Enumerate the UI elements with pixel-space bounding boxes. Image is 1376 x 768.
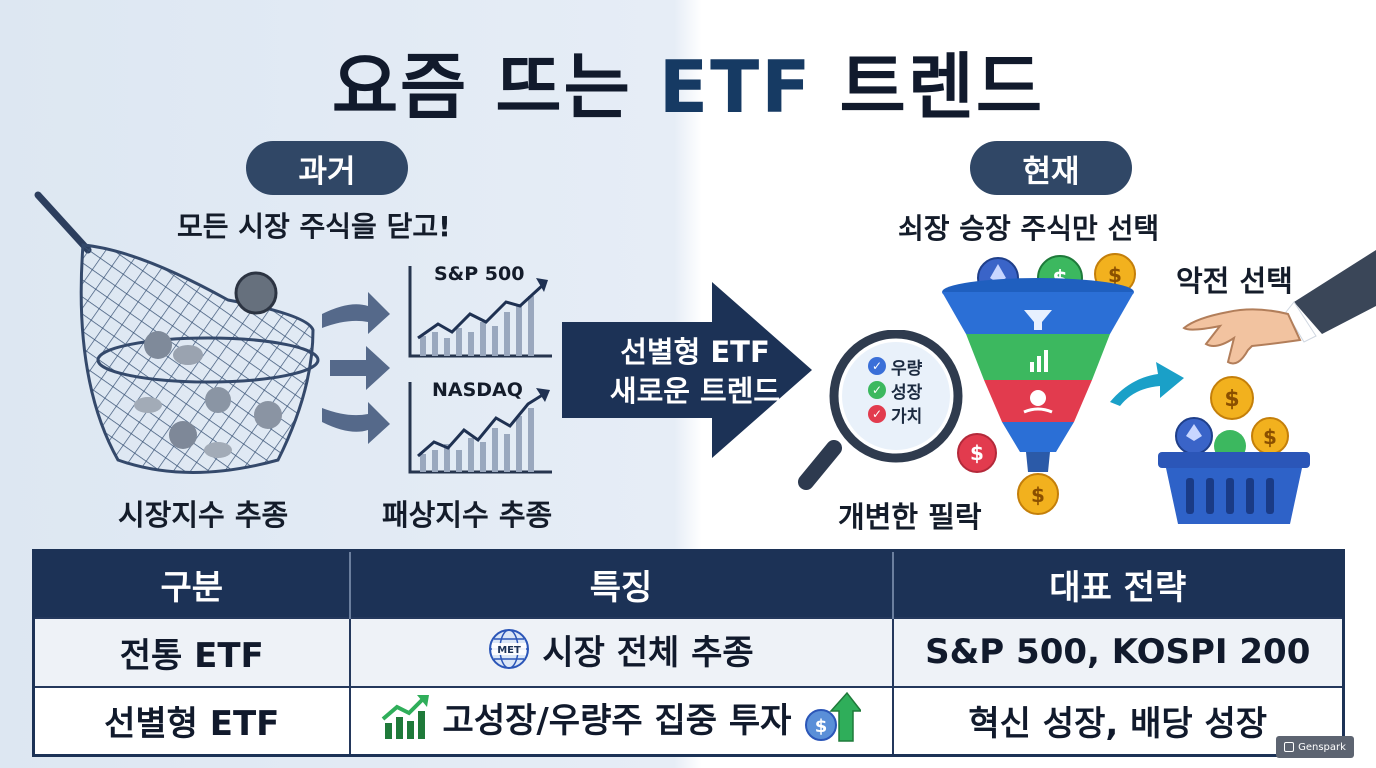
- criteria-item: ✓ 성장: [868, 378, 958, 403]
- page-title: 요즘 뜨는 ETF 트렌드: [331, 45, 1045, 129]
- criteria-list: ✓ 우량 ✓ 성장 ✓ 가치: [868, 354, 958, 427]
- arrow-right-icon: [322, 292, 390, 444]
- svg-text:$: $: [815, 716, 828, 737]
- basket-icon: $: [1158, 417, 1310, 524]
- past-subtitle: 모든 시장 주식을 닫고!: [177, 210, 451, 243]
- criteria-item: ✓ 우량: [868, 354, 958, 379]
- chart-icon: [408, 266, 552, 358]
- svg-text:$: $: [970, 441, 984, 465]
- filter-label: 개변한 필락: [838, 500, 982, 534]
- pick-label: 악전 선택: [1176, 264, 1293, 298]
- funnel-icon: $ $ $: [942, 253, 1136, 515]
- svg-text:$: $: [1108, 263, 1122, 287]
- row-feature: MET 시장 전체 추종: [348, 616, 894, 688]
- center-callout: 선별형 ETF 새로운 트렌드: [609, 335, 781, 408]
- logo-icon: [1284, 742, 1295, 752]
- table-row: 전통 ETF MET 시장 전체 추종 S&P 500, KOSPI 200: [32, 616, 1345, 688]
- growth-chart-icon: [381, 695, 429, 740]
- present-pill: 현재: [970, 141, 1132, 195]
- row-type: 전통 ETF: [32, 616, 351, 688]
- check-icon: ✓: [868, 357, 886, 375]
- check-icon: ✓: [868, 405, 886, 423]
- watermark: Genspark: [1276, 736, 1354, 758]
- arrow-right-icon: [1110, 362, 1184, 406]
- passive-index-label: 패상지수 추종: [382, 498, 553, 532]
- coin-icon: $: [957, 433, 997, 473]
- present-subtitle: 쇠장 승장 주식만 선택: [898, 212, 1160, 245]
- nasdaq-label: NASDAQ: [432, 379, 523, 401]
- criteria-item: ✓ 가치: [868, 402, 958, 427]
- row-feature: 고성장/우량주 집중 투자 $: [348, 685, 894, 757]
- globe-icon: MET: [489, 629, 530, 670]
- sp500-label: S&P 500: [434, 263, 525, 285]
- svg-text:$: $: [1031, 483, 1045, 507]
- header-category: 구분: [33, 550, 351, 618]
- title-etf: ETF: [658, 45, 813, 129]
- arrow-right-icon: [562, 282, 812, 458]
- table-row: 선별형 ETF 고성장/우량주 집중 투자 $: [32, 685, 1345, 757]
- comparison-table: 구분 특징 대표 전략 전통 ETF MET 시장 전체 추종: [32, 549, 1345, 757]
- net-icon: [34, 191, 320, 474]
- coin-icon: $: [1210, 376, 1254, 420]
- svg-text:$: $: [1224, 387, 1239, 412]
- past-pill: 과거: [246, 141, 408, 195]
- hand-icon: [1182, 250, 1376, 365]
- magnifier-icon: [798, 330, 963, 490]
- header-strategy: 대표 전략: [892, 550, 1344, 618]
- row-strategy: 혁신 성장, 배당 성장: [891, 685, 1345, 757]
- dollar-up-icon: $: [805, 692, 862, 742]
- header-feature: 특징: [349, 550, 894, 618]
- row-type: 선별형 ETF: [32, 685, 351, 757]
- check-icon: ✓: [868, 381, 886, 399]
- chart-icon: [408, 382, 552, 474]
- globe-icon-text: MET: [498, 645, 522, 656]
- table-header-row: 구분 특징 대표 전략: [33, 550, 1344, 618]
- svg-text:$: $: [1263, 425, 1277, 449]
- market-index-label: 시장지수 추종: [118, 498, 289, 532]
- row-strategy: S&P 500, KOSPI 200: [891, 616, 1345, 688]
